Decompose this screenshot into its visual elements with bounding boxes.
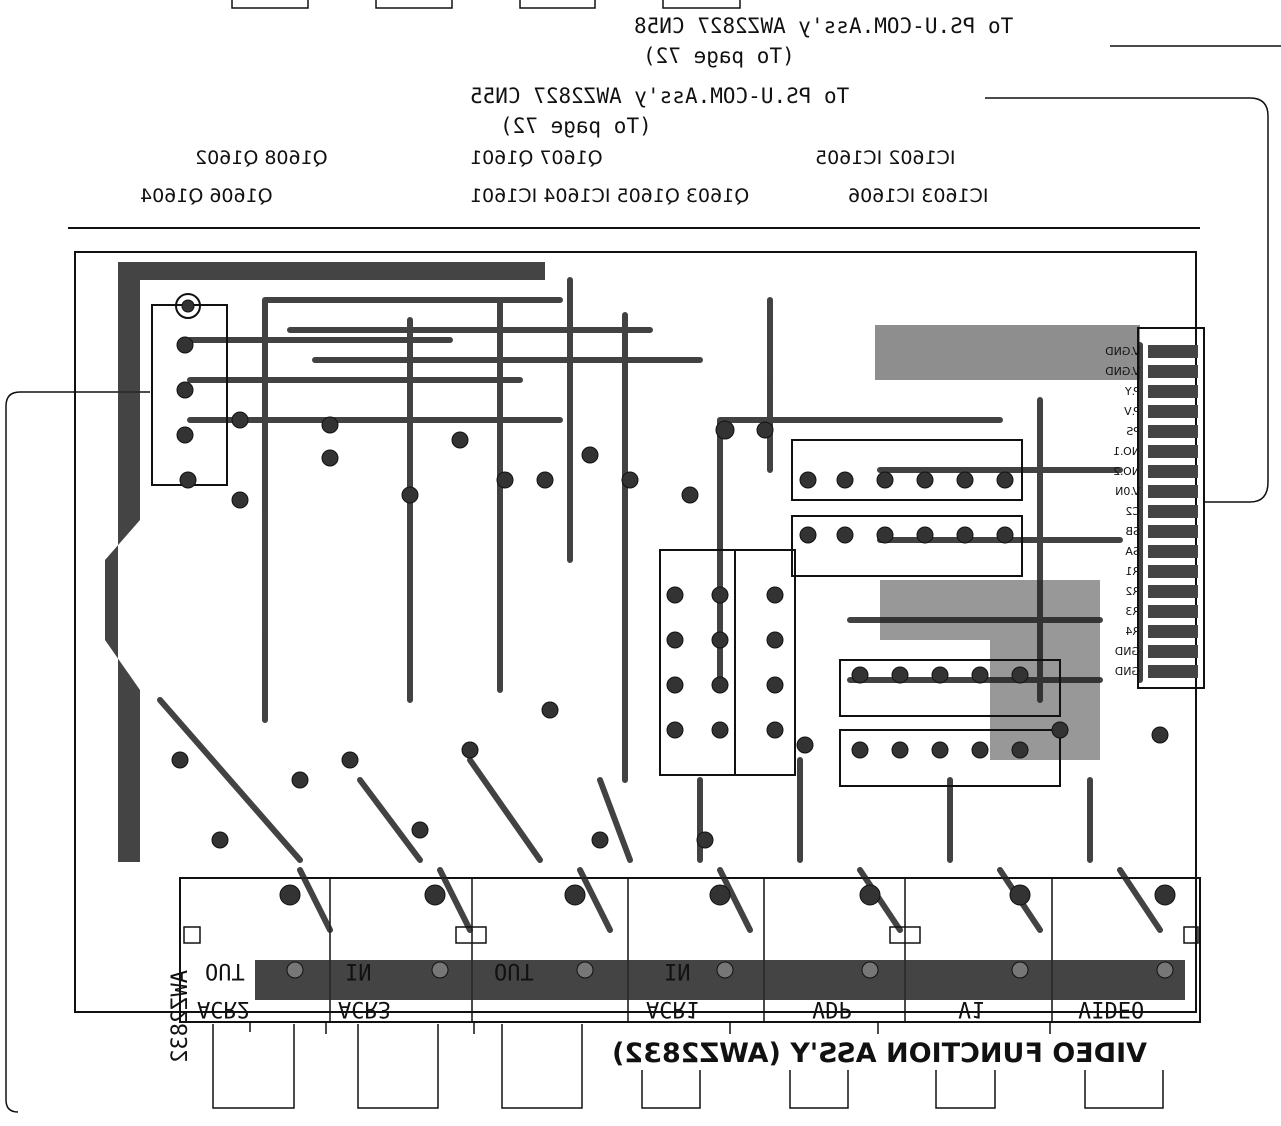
cn55-leader: [985, 97, 1269, 503]
jack-acr3-in-label: IN: [345, 958, 372, 983]
side-code-text: AWZ2832: [168, 970, 193, 1063]
jack-ticks: [249, 1022, 1051, 1034]
pin-label: V.0N: [1115, 485, 1140, 498]
jack-acr1-in-label: IN: [664, 958, 691, 983]
side-code: AWZ2832: [138, 850, 193, 1063]
jack-acr1-label: ACR1: [646, 996, 699, 1021]
board-outline: [74, 251, 1197, 1013]
edge-connector: [1137, 327, 1205, 689]
pin-label: NO.2: [1113, 465, 1140, 478]
pin-label: R2: [1125, 585, 1140, 598]
pin-label: V.GND: [1105, 365, 1140, 378]
jack-outlines: [212, 1024, 1164, 1109]
jack-acr2-label: ACR2: [197, 996, 250, 1021]
jack-video-label: VIDEO: [1078, 996, 1145, 1021]
jack-acr2-out-label: OUT: [205, 958, 245, 983]
traces: [157, 277, 1163, 933]
pin-label: GND: [1114, 645, 1140, 658]
jack-acr3-label: ACR3: [338, 996, 391, 1021]
board-title-text: VIDEO FUNCTION ASS'Y (AWZ2832): [612, 1038, 1148, 1069]
pin-label: V.GND: [1105, 345, 1140, 358]
pin-label: GND: [1114, 665, 1140, 678]
jack-vdp-label: VDP: [812, 996, 852, 1021]
pin-label: NO.1: [1113, 445, 1140, 458]
pin-label: SB: [1125, 525, 1140, 538]
pin-label: P.Y: [1124, 385, 1140, 398]
pin-label: SA: [1125, 545, 1140, 558]
pin-label: C2: [1125, 505, 1140, 518]
pin-label: R4: [1125, 625, 1140, 638]
board-title: VIDEO FUNCTION ASS'Y (AWZ2832): [612, 1038, 1147, 1069]
connector-pin-labels: V.GND V.GND P.Y P.V PS NO.1 NO.2 V.0N C2…: [1082, 342, 1140, 682]
pin-label: P.V: [1124, 405, 1140, 418]
jack-dividers: [329, 878, 1053, 1022]
front-panel: [179, 877, 1201, 1023]
ground-markers: [183, 926, 1199, 944]
top-stub-outlines: [231, 0, 741, 9]
jack-v1-label: V1: [958, 996, 985, 1021]
pin-label: PS: [1126, 425, 1140, 438]
ic-outlines: [151, 304, 1061, 787]
jack-acr3-out-label: OUT: [494, 958, 534, 983]
solder-pads: [171, 293, 1176, 979]
pin-label: R1: [1125, 565, 1140, 578]
left-leader: [5, 391, 150, 1113]
pin-label: R3: [1125, 605, 1140, 618]
